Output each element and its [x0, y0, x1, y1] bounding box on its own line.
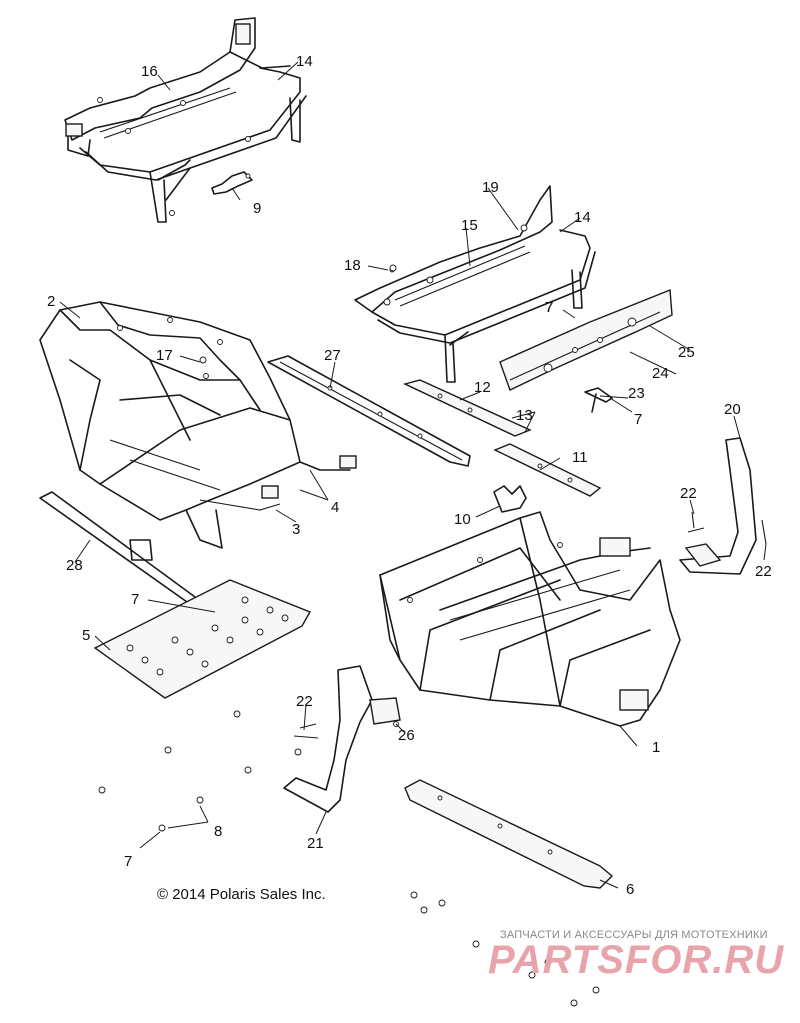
callout-1: 1	[652, 739, 660, 756]
callout-20: 20	[724, 401, 741, 418]
step-bracket-20	[679, 437, 757, 575]
callout-19: 19	[482, 179, 499, 196]
watermark-logo: PARTSFOR.RU	[488, 938, 785, 982]
callout-12: 12	[474, 379, 491, 396]
callouts: 1 2 3 4 5 6 7 7 7 7 7 8 9 10 11 12 13 14…	[47, 53, 772, 898]
skid-plate-6	[404, 779, 614, 889]
floor-rails	[402, 379, 602, 497]
callout-23: 23	[628, 385, 645, 402]
callout-22c: 22	[755, 563, 772, 580]
bracket-part-10	[493, 485, 527, 513]
front-frame	[39, 301, 357, 549]
callout-5: 5	[82, 627, 90, 644]
callout-24: 24	[652, 365, 669, 382]
skid-plate-5	[93, 579, 312, 699]
callout-17: 17	[156, 347, 173, 364]
leader-lines	[59, 61, 767, 889]
long-rail-27	[267, 355, 471, 467]
callout-26: 26	[398, 727, 415, 744]
bracket-part-9	[211, 171, 253, 195]
callout-28: 28	[66, 557, 83, 574]
seat-frame-upper	[64, 17, 307, 223]
callout-11: 11	[572, 449, 588, 466]
watermark-tagline: ЗАПЧАСТИ И АКСЕССУАРЫ ДЛЯ МОТОТЕХНИКИ	[500, 929, 768, 941]
callout-7d: 7	[124, 853, 132, 870]
callout-7b: 7	[545, 299, 553, 316]
callout-16: 16	[141, 63, 158, 80]
callout-2: 2	[47, 293, 55, 310]
callout-21: 21	[307, 835, 324, 852]
callout-6: 6	[626, 881, 634, 898]
callout-14b: 14	[574, 209, 591, 226]
callout-9: 9	[253, 200, 261, 217]
copyright-notice: © 2014 Polaris Sales Inc.	[157, 886, 326, 903]
callout-18: 18	[344, 257, 361, 274]
callout-13: 13	[516, 407, 533, 424]
callout-25: 25	[678, 344, 695, 361]
callout-7c: 7	[545, 299, 553, 316]
step-bracket-21	[283, 665, 401, 813]
seat-frame-lower	[354, 185, 596, 383]
main-frame	[379, 511, 681, 727]
callout-22a: 22	[296, 693, 313, 710]
callout-4: 4	[331, 499, 339, 516]
callout-14a: 14	[296, 53, 313, 70]
callout-8: 8	[214, 823, 222, 840]
callout-27: 27	[324, 347, 341, 364]
callout-7e: 7	[634, 411, 642, 428]
callout-10: 10	[454, 511, 471, 528]
callout-3: 3	[292, 521, 300, 538]
callout-15: 15	[461, 217, 478, 234]
callout-7a: 7	[131, 591, 139, 608]
bracket-part-23	[584, 387, 613, 413]
callout-22b: 22	[680, 485, 697, 502]
rear-panel	[499, 288, 673, 391]
skid-plate-holes	[126, 596, 289, 676]
